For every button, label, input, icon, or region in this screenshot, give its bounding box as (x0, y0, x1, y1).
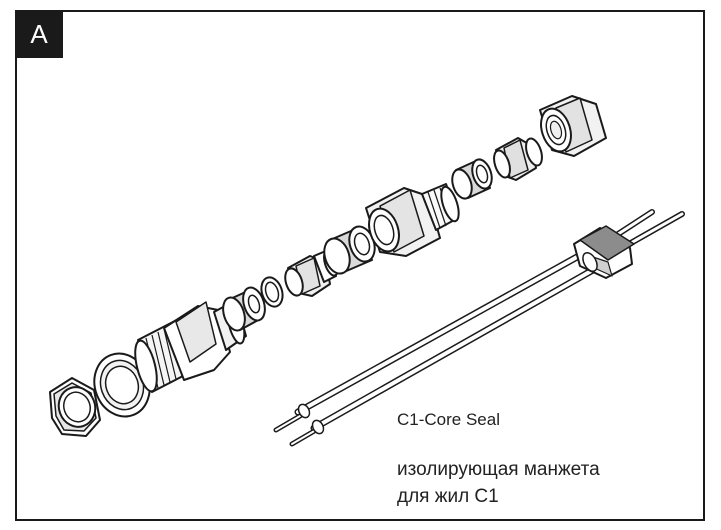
panel-label: A (15, 10, 63, 58)
figure-frame (15, 10, 705, 521)
hex-locknut (49, 377, 101, 437)
clamp-ring (323, 225, 376, 275)
reducer-nipple (493, 137, 543, 181)
caption-russian-line-1: изолирующая манжета (397, 459, 600, 480)
seal-insert (451, 158, 493, 200)
o-ring (260, 276, 284, 308)
flat-washer (93, 352, 151, 418)
c1-core-seal (273, 209, 685, 447)
caption-russian-line-2: для жил C1 (397, 486, 499, 507)
cap-nut-large (365, 183, 460, 257)
caption-russian: изолирующая манжета для жил C1 (397, 456, 600, 510)
caption-english: C1-Core Seal (397, 410, 500, 429)
dome-cap-nut (539, 95, 607, 157)
threaded-body (134, 299, 247, 393)
insert-ring (222, 286, 266, 332)
